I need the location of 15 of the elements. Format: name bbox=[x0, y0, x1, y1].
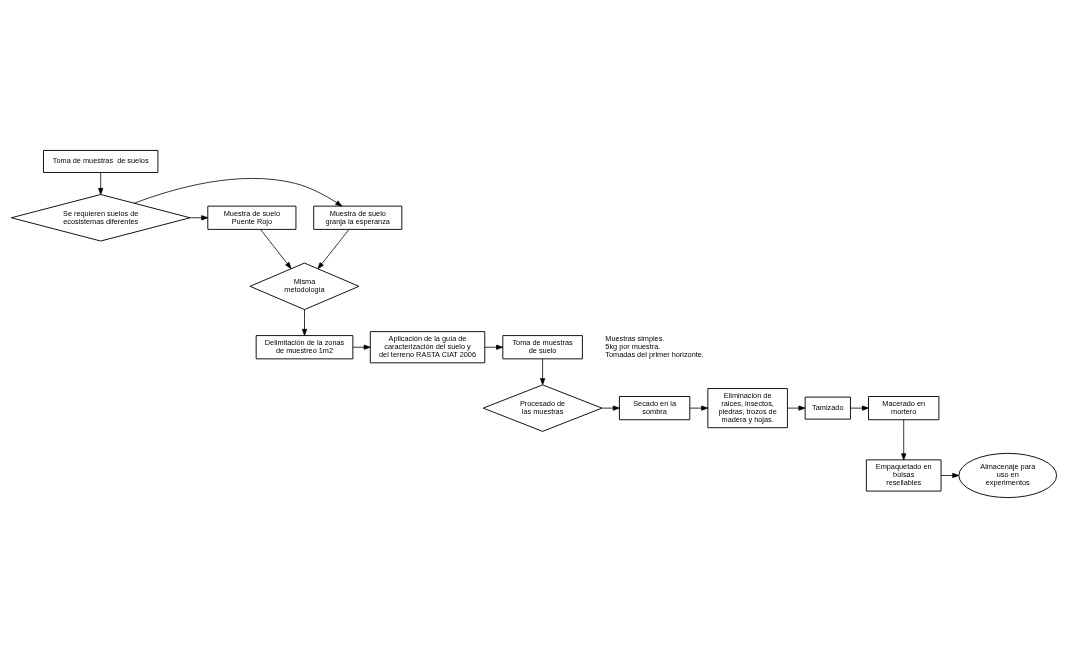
arrow bbox=[940, 472, 960, 478]
arrow bbox=[301, 308, 308, 336]
arrow bbox=[787, 405, 806, 411]
arrow bbox=[133, 177, 343, 206]
arrow bbox=[317, 228, 350, 269]
arrow bbox=[484, 344, 504, 350]
arrow bbox=[189, 214, 209, 220]
arrow bbox=[850, 405, 869, 411]
arrow bbox=[689, 405, 709, 411]
arrow bbox=[352, 344, 371, 350]
arrow bbox=[98, 171, 104, 195]
arrow bbox=[601, 405, 620, 411]
arrow bbox=[540, 358, 546, 385]
arrow bbox=[901, 419, 907, 460]
arrow bbox=[260, 228, 292, 269]
